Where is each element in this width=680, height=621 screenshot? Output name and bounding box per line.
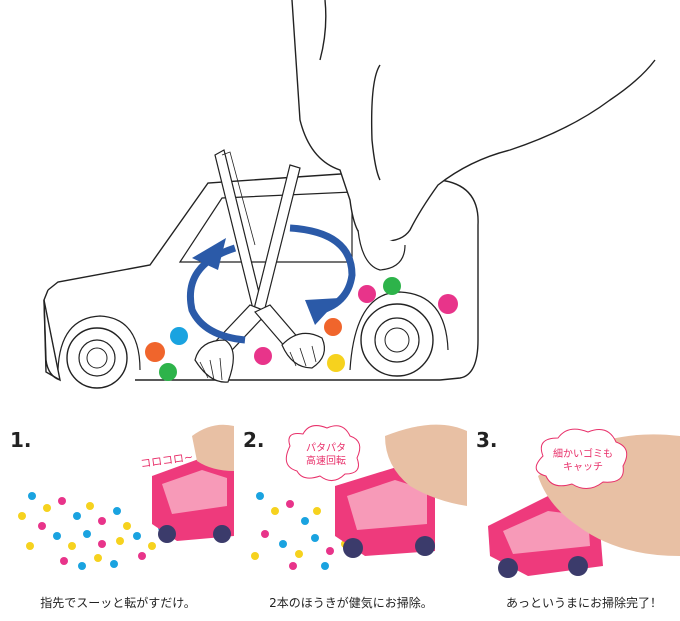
confetti-scatter xyxy=(18,492,166,570)
confetti-dot xyxy=(324,318,342,336)
brush-right xyxy=(254,304,325,369)
step-caption: 指先でスーッと転がすだけ。 xyxy=(40,596,196,610)
step-2-photo xyxy=(235,416,467,621)
rear-wheel xyxy=(66,327,128,389)
step-panel-3: 3. 細かいゴミも キャッチ あっというまにお掃除完了！ xyxy=(468,416,680,621)
speech-bubble-text: 細かいゴミも キャッチ xyxy=(553,449,613,473)
speech-bubble xyxy=(535,428,628,489)
confetti-dot xyxy=(159,363,177,381)
speech-bubble xyxy=(285,425,361,481)
step-panel-2: 2. パタパタ 高速回転 2本のほうきが健気にお掃除。 xyxy=(235,416,467,621)
confetti-dot xyxy=(327,354,345,372)
confetti-scatter xyxy=(251,492,349,570)
car-cleaner-illustration xyxy=(43,0,656,389)
step-number: 3. xyxy=(476,428,498,452)
step-panel-1: 1. コロコロ~ 指先でスーッと転がすだけ。 xyxy=(2,416,234,621)
step-1-photo xyxy=(2,416,234,621)
confetti-dot xyxy=(254,347,272,365)
rotation-arrows xyxy=(187,224,356,344)
step-3-photo xyxy=(468,416,680,621)
step-caption: 2本のほうきが健気にお掃除。 xyxy=(269,596,433,610)
pink-car xyxy=(488,496,603,578)
step-caption: あっというまにお掃除完了！ xyxy=(505,596,662,610)
pink-car xyxy=(335,466,435,558)
step-number: 2. xyxy=(243,428,265,452)
speech-bubble-text: パタパタ 高速回転 xyxy=(306,443,346,467)
step-number: 1. xyxy=(10,428,32,452)
hand xyxy=(385,424,467,506)
confetti-dot xyxy=(358,285,376,303)
confetti-dot xyxy=(145,342,165,362)
front-wheel xyxy=(360,303,434,377)
confetti-dot xyxy=(438,294,458,314)
confetti-dot xyxy=(170,327,188,345)
pointing-hand xyxy=(291,0,656,242)
pink-car xyxy=(152,456,234,543)
confetti-dot xyxy=(383,277,401,295)
finger xyxy=(192,424,234,471)
